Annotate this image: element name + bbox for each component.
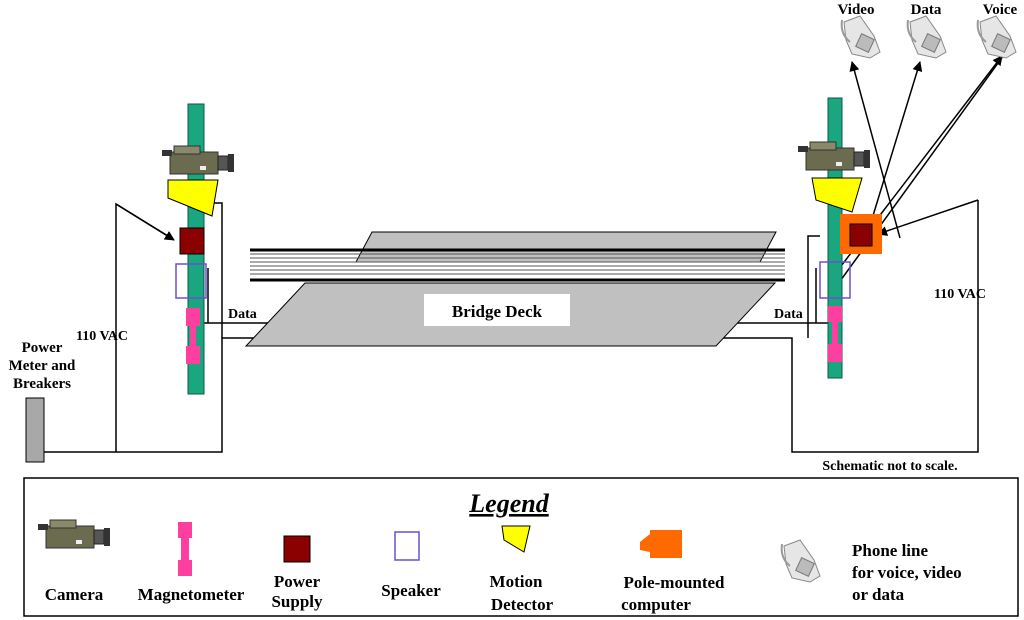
- legend-phone-label-2: for voice, video: [852, 563, 962, 582]
- phone-video-icon: [840, 15, 881, 59]
- left-speaker: [175, 263, 207, 299]
- right-magnetometer-bottom: [828, 344, 842, 362]
- legend-motion-detector-label-2: Detector: [491, 595, 554, 614]
- data-label-left: Data: [228, 307, 257, 322]
- legend-magnetometer-neck: [181, 538, 189, 560]
- power-meter-box: [25, 397, 45, 463]
- legend-magnetometer-bottom: [178, 560, 192, 576]
- vac-label-right: 110 VAC: [934, 287, 986, 302]
- right-camera-icon: [797, 141, 871, 171]
- power-meter-label-1: Power: [22, 340, 63, 356]
- legend-speaker-icon: [394, 531, 420, 561]
- legend-title: Legend: [468, 489, 549, 518]
- legend-magnetometer-label: Magnetometer: [138, 585, 245, 604]
- left-power-supply: [179, 227, 205, 255]
- left-magnetometer-neck: [190, 326, 196, 346]
- legend-phone-label-3: or data: [852, 585, 905, 604]
- legend-pole-computer-label-2: computer: [621, 595, 691, 614]
- phone-voice-label: Voice: [983, 2, 1018, 18]
- phone-data-label: Data: [911, 2, 942, 18]
- right-power-supply: [849, 223, 873, 247]
- deck-layers: [250, 253, 785, 275]
- phone-video-label: Video: [838, 2, 875, 18]
- data-label-right: Data: [774, 307, 803, 322]
- phone-data-icon: [906, 15, 947, 59]
- legend-power-supply-label-1: Power: [274, 572, 321, 591]
- legend-power-supply-label-2: Supply: [271, 592, 323, 611]
- scale-note: Schematic not to scale.: [822, 459, 957, 474]
- vac-label-left: 110 VAC: [76, 329, 128, 344]
- legend-motion-detector-icon: [501, 525, 531, 553]
- bridge-deck-label-box: [424, 294, 570, 326]
- right-pole-assembly: [797, 97, 882, 379]
- left-camera-icon: [161, 145, 235, 175]
- power-meter-label-3: Breakers: [13, 376, 71, 392]
- left-magnetometer-top: [186, 308, 200, 326]
- legend: Legend Camera Magnetometer Power Supply …: [23, 477, 1019, 617]
- right-speaker: [819, 261, 851, 299]
- right-magnetometer-neck: [832, 322, 838, 344]
- left-magnetometer-bottom: [186, 346, 200, 364]
- legend-magnetometer-top: [178, 522, 192, 538]
- legend-power-supply-icon: [283, 535, 311, 563]
- power-meter-label-2: Meter and: [9, 358, 76, 374]
- right-magnetometer-top: [828, 306, 842, 322]
- legend-pole-computer-label-1: Pole-mounted: [623, 573, 725, 592]
- left-pole-assembly: [161, 103, 235, 395]
- legend-motion-detector-label-1: Motion: [490, 572, 543, 591]
- legend-pole-computer-icon: [640, 530, 682, 558]
- bridge-deck: Bridge Deck: [244, 231, 785, 347]
- bridge-deck-label: Bridge Deck: [452, 302, 543, 321]
- right-motion-detector: [811, 177, 863, 213]
- left-motion-detector: [167, 179, 219, 217]
- legend-speaker-label: Speaker: [381, 581, 441, 600]
- legend-camera-label: Camera: [45, 585, 104, 604]
- phone-voice-icon: [976, 15, 1017, 59]
- legend-phone-label-1: Phone line: [852, 541, 928, 560]
